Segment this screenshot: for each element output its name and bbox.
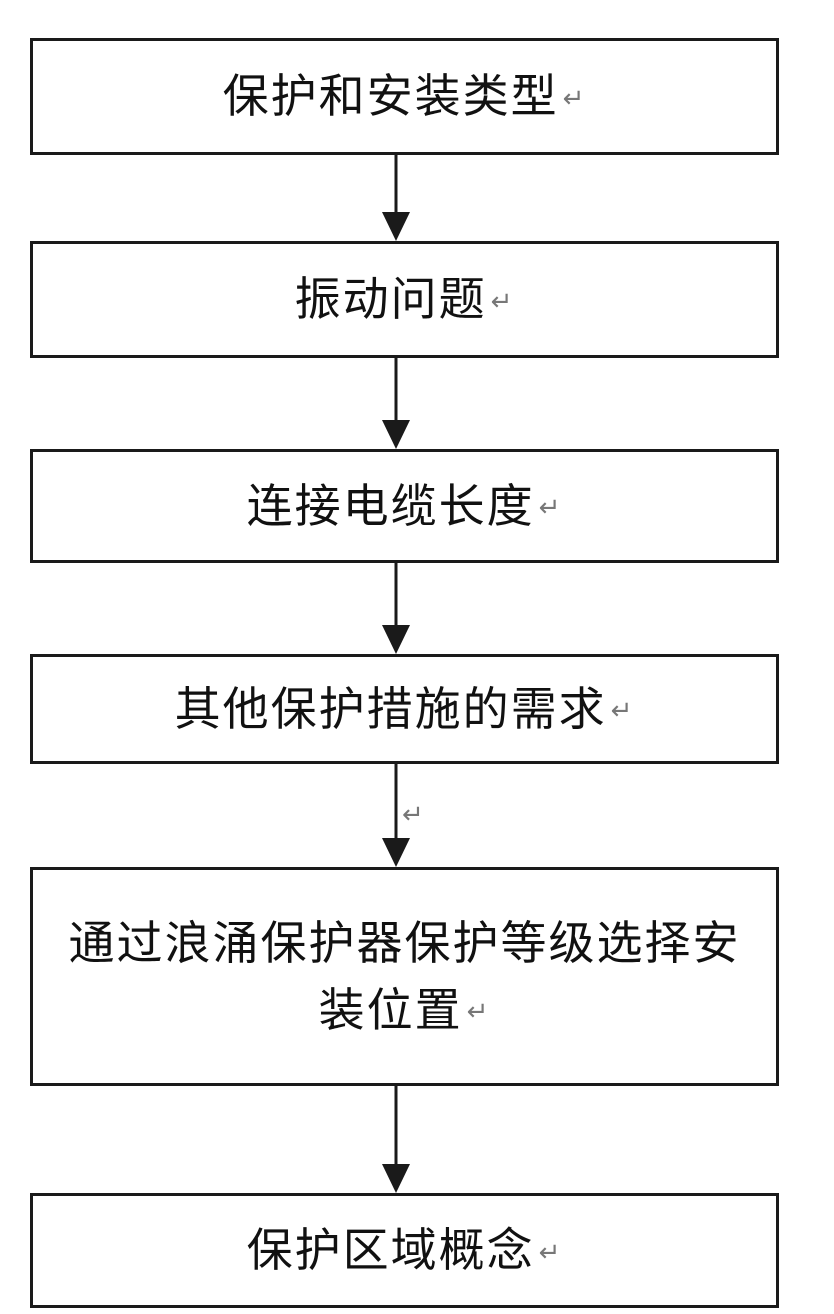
step-box-installation-location: 通过浪涌保护器保护等级选择安装位置↵ (30, 867, 779, 1086)
return-mark-icon: ↵ (466, 997, 491, 1028)
return-mark-icon: ↵ (538, 493, 563, 524)
step-label: 通过浪涌保护器保护等级选择安装位置 (68, 915, 741, 1037)
step-label: 保护和安装类型 (222, 69, 559, 124)
step-label: 振动问题 (294, 272, 487, 327)
arrow-3 (382, 563, 410, 654)
step-box-other-protection: 其他保护措施的需求↵ (30, 654, 779, 764)
return-mark-icon: ↵ (538, 1237, 563, 1268)
return-mark-icon: ↵ (562, 83, 587, 114)
step-label: 连接电缆长度 (246, 478, 535, 533)
step-box-protection-installation-type: 保护和安装类型↵ (30, 38, 779, 155)
return-mark-icon: ↵ (402, 800, 424, 830)
step-label: 保护区域概念 (246, 1223, 535, 1278)
return-mark-icon: ↵ (610, 696, 635, 727)
step-box-protection-zone-concept: 保护区域概念↵ (30, 1193, 779, 1308)
arrow-5 (382, 1086, 410, 1193)
return-mark-icon: ↵ (490, 286, 515, 317)
step-box-vibration: 振动问题↵ (30, 241, 779, 358)
arrow-2 (382, 358, 410, 449)
step-label: 其他保护措施的需求 (174, 681, 607, 736)
step-box-cable-length: 连接电缆长度↵ (30, 449, 779, 563)
arrow-1 (382, 155, 410, 241)
